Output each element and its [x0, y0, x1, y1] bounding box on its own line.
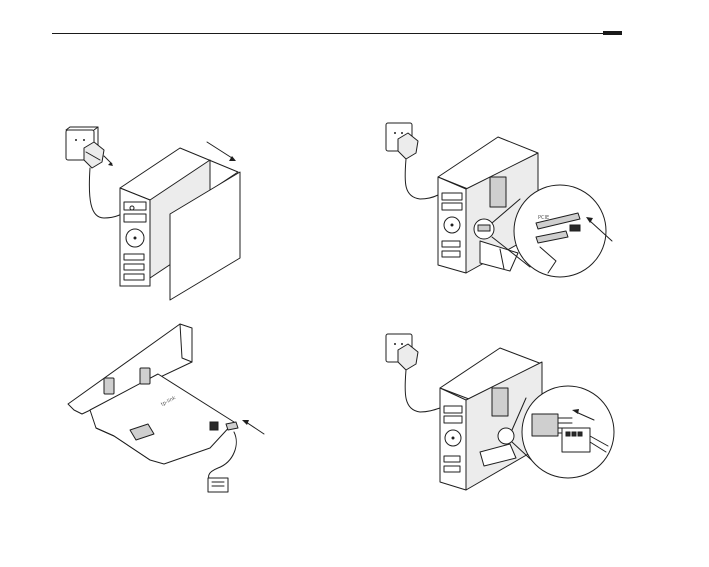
power-cable: [405, 370, 440, 412]
power-plug-icon: [84, 142, 104, 168]
power-plug-icon: [398, 133, 418, 159]
zoom-circle: [514, 185, 606, 277]
header-rule-tab: [603, 31, 622, 35]
power-cable: [405, 159, 438, 199]
power-plug-icon: [398, 344, 418, 370]
pcie-adapter-card: tp-link: [68, 324, 234, 464]
connect-arrow: [246, 422, 264, 434]
slide-arrow: [207, 142, 232, 158]
illustration-connect-header: [380, 328, 620, 503]
zoom-origin-circle: [498, 428, 514, 444]
illustration-locate-pcie-slot: PCIE: [380, 113, 620, 293]
header-rule: [52, 33, 622, 34]
illustration-unplug-open-case: [60, 118, 260, 303]
illustration-pcie-adapter: tp-link: [60, 318, 280, 503]
svg-text:PCIE: PCIE: [538, 215, 549, 221]
